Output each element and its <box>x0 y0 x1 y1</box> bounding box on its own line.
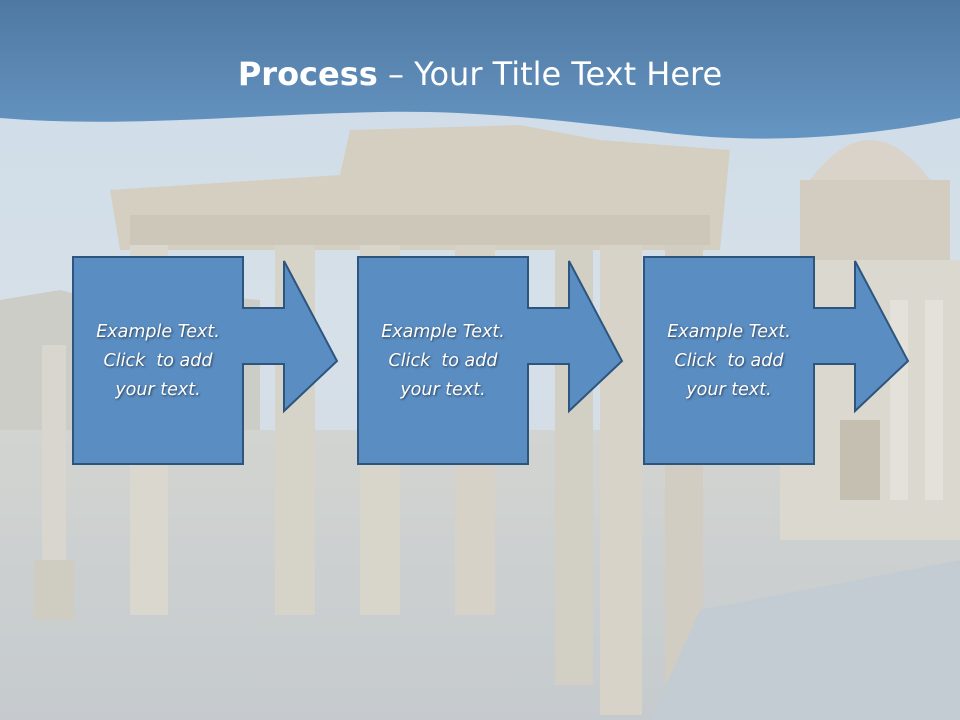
arrow-right-icon <box>72 256 339 465</box>
title-rest: – Your Title Text Here <box>377 55 723 93</box>
step-text-box[interactable]: Example Text. Click to add your text. <box>357 256 529 466</box>
process-step-1[interactable]: Example Text. Click to add your text. <box>72 256 347 470</box>
step-text-line-3: your text. <box>686 379 772 400</box>
step-text-box[interactable]: Example Text. Click to add your text. <box>72 256 244 466</box>
process-step-2[interactable]: Example Text. Click to add your text. <box>357 256 632 470</box>
step-text: Example Text. Click to add your text. <box>88 318 228 405</box>
step-text: Example Text. Click to add your text. <box>659 318 799 405</box>
step-text-line-3: your text. <box>115 379 201 400</box>
step-text-line-3: your text. <box>400 379 486 400</box>
title-bold: Process <box>237 55 378 93</box>
process-step-3[interactable]: Example Text. Click to add your text. <box>643 256 918 470</box>
step-text-line-1: Example Text. <box>96 321 220 342</box>
step-text: Example Text. Click to add your text. <box>373 318 513 405</box>
step-text-line-2: Click to add <box>103 350 213 371</box>
slide-title[interactable]: Process – Your Title Text Here <box>0 52 960 96</box>
arrow-right-icon <box>357 256 624 465</box>
arrow-right-icon <box>643 256 910 465</box>
step-text-line-1: Example Text. <box>667 321 791 342</box>
step-text-line-2: Click to add <box>388 350 498 371</box>
step-text-line-2: Click to add <box>674 350 784 371</box>
step-text-line-1: Example Text. <box>381 321 505 342</box>
step-text-box[interactable]: Example Text. Click to add your text. <box>643 256 815 466</box>
